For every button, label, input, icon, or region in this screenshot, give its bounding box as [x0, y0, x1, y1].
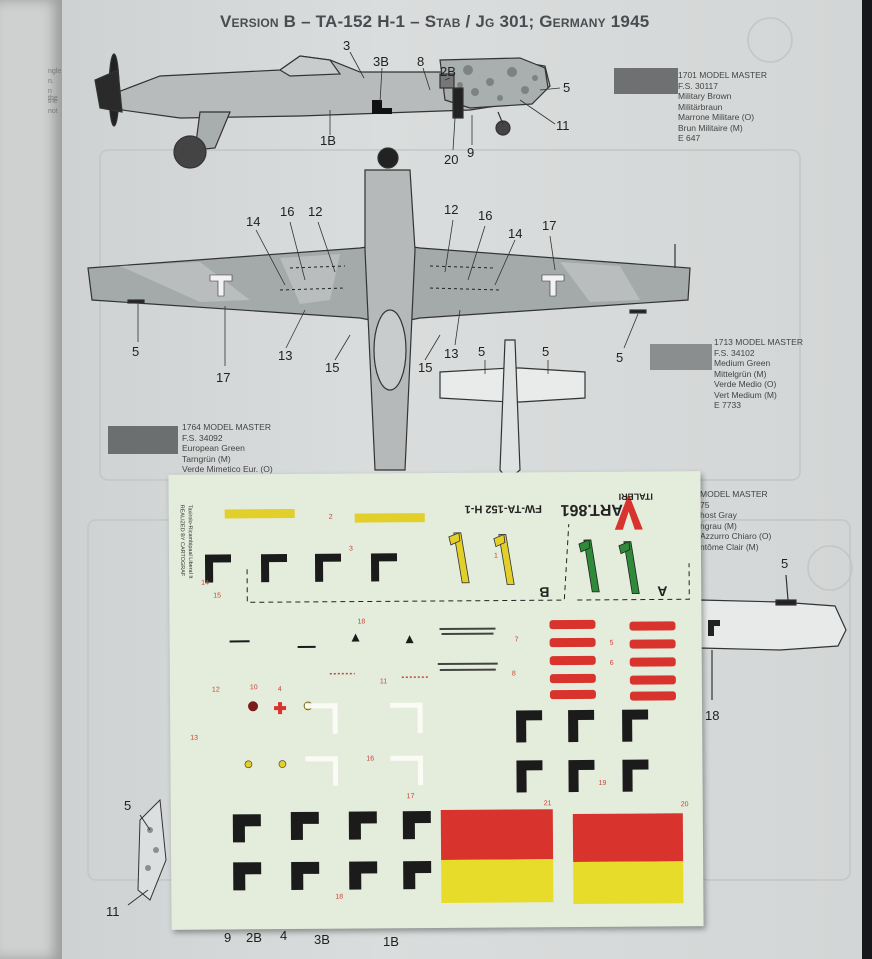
- callout-13: 13: [278, 348, 293, 363]
- callout-13: 13: [444, 346, 459, 361]
- callout-12: 12: [444, 202, 459, 217]
- callout-17: 17: [216, 370, 231, 385]
- prev-page-text: n.: [48, 78, 54, 85]
- decal-code-a: A: [657, 583, 668, 600]
- callout-3b: 3B: [373, 54, 389, 69]
- decal-label: 3: [348, 545, 353, 553]
- decal-credit: REALIZED BY CARTOGRAF: [178, 504, 186, 577]
- sheet-heading: Version B – TA-152 H-1 – Stab / Jg 301; …: [220, 12, 650, 31]
- previous-page-edge: ngle n. n the the not: [0, 0, 62, 959]
- decal-label: 17: [406, 793, 415, 801]
- callout-5: 5: [542, 344, 550, 359]
- swatch-1764: [108, 426, 178, 454]
- prev-page-text: n the: [48, 88, 58, 102]
- callout-1b: 1B: [383, 934, 399, 949]
- decal-label: 14: [201, 579, 209, 587]
- callout-15: 15: [325, 360, 340, 375]
- decal-label: 13: [190, 734, 199, 742]
- callout-5: 5: [781, 556, 789, 571]
- prev-page-text: not: [48, 108, 58, 115]
- decal-brand: ITALERI: [618, 491, 653, 502]
- yellow-stripe-decal: [354, 513, 425, 523]
- callout-11: 11: [556, 118, 570, 133]
- decal-label: 18: [335, 893, 344, 901]
- italeri-logo: [614, 493, 643, 530]
- green-11-decal: [578, 539, 640, 595]
- decal-label: 4: [277, 686, 282, 694]
- decal-label: 15: [213, 592, 222, 600]
- wing-cross-decals-right: [516, 709, 649, 793]
- callout-16: 16: [478, 208, 493, 223]
- wing-cross-decals-left: [232, 811, 432, 891]
- fuselage-cross-decals: [204, 553, 398, 583]
- callout-14: 14: [246, 214, 261, 229]
- swatch-1713: [650, 344, 712, 370]
- decal-label: 8: [511, 670, 516, 678]
- callout-18: 18: [705, 708, 720, 723]
- callout-1b: 1B: [320, 133, 336, 148]
- decal-label: 6: [609, 659, 614, 667]
- callout-11: 11: [106, 904, 120, 919]
- callout-4: 4: [280, 928, 288, 943]
- decal-code-b: B: [539, 584, 550, 601]
- defense-band-decals: [440, 809, 684, 905]
- decal-label: 18: [357, 618, 366, 626]
- callout-2b: 2B: [440, 64, 456, 79]
- top-view: [87, 147, 691, 481]
- callout-5: 5: [132, 344, 140, 359]
- decal-sheet: ITALERI ART.861 FW-TA-152 H-1 REALIZED B…: [168, 471, 704, 930]
- decal-label: 11: [379, 678, 388, 686]
- decal-label: 7: [514, 636, 519, 644]
- callout-9: 9: [467, 145, 475, 160]
- callout-5: 5: [478, 344, 486, 359]
- callout-5: 5: [563, 80, 571, 95]
- callout-20: 20: [444, 152, 459, 167]
- yellow-stripe-decal: [224, 508, 295, 519]
- callout-2b: 2B: [246, 930, 262, 945]
- callout-3: 3: [343, 38, 351, 53]
- red-stencil-decals: [549, 619, 676, 701]
- callout-14: 14: [508, 226, 523, 241]
- callout-3b: 3B: [314, 932, 330, 947]
- prev-page-text: the: [48, 98, 58, 105]
- background-edge: [862, 0, 872, 959]
- decal-label: 19: [598, 779, 607, 787]
- decal-label: 2: [328, 513, 333, 521]
- decal-label: 16: [366, 755, 375, 763]
- callout-15: 15: [418, 360, 433, 375]
- swatch-1701: [614, 68, 678, 94]
- callout-5: 5: [124, 798, 132, 813]
- callout-12: 12: [308, 204, 323, 219]
- decal-credit: Taxirolo-Ricambipaal Liberal It: [186, 504, 194, 579]
- decal-art-number: ART.861: [560, 500, 623, 519]
- decal-label: 1: [493, 552, 498, 560]
- decal-label: 20: [680, 801, 689, 809]
- decal-label: 5: [609, 639, 614, 647]
- decal-label: 10: [249, 684, 258, 692]
- decal-model-name: FW-TA-152 H-1: [464, 502, 542, 515]
- callout-5: 5: [616, 350, 624, 365]
- callout-8: 8: [417, 54, 425, 69]
- side-profile: [94, 53, 551, 169]
- prev-page-text: ngle: [48, 68, 62, 75]
- decal-label: 12: [211, 686, 220, 694]
- lower-right-profile: [699, 574, 847, 700]
- callout-9: 9: [224, 930, 232, 945]
- white-cross-decals: [305, 702, 424, 786]
- decal-label: 21: [543, 800, 552, 808]
- yellow-11-decal: [448, 532, 515, 585]
- decal-graphics: [204, 493, 690, 905]
- callout-17: 17: [542, 218, 557, 233]
- callout-16: 16: [280, 204, 295, 219]
- lower-left-profile: [127, 798, 167, 906]
